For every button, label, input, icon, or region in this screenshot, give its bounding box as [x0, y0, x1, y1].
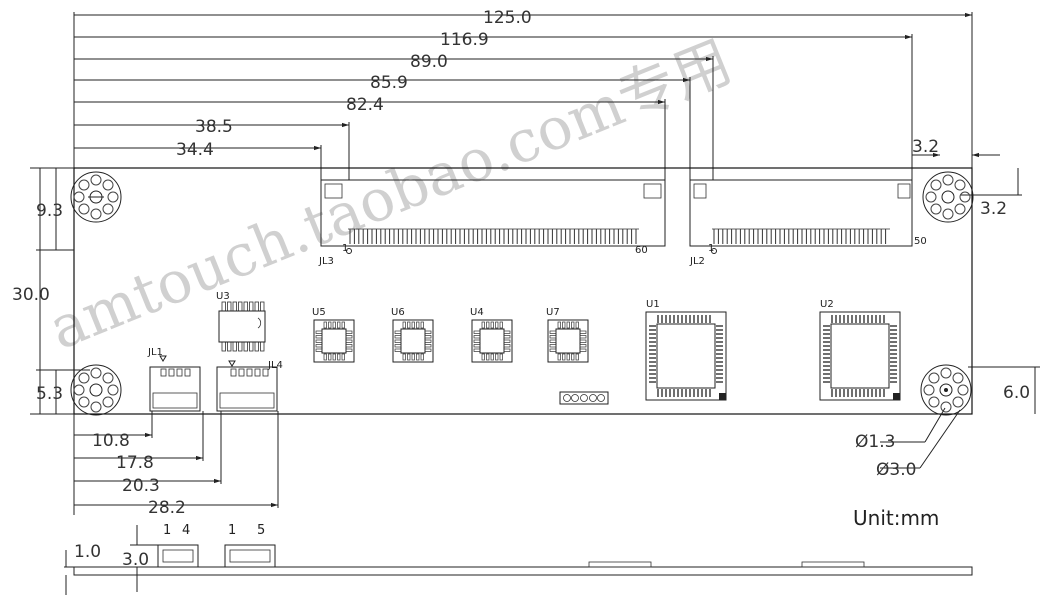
top-dimensions: 125.0 116.9 89.0 85.9 82.4 38.5 34.4 [73, 8, 973, 250]
dim-85: 85.9 [370, 73, 408, 93]
connector-jl2-pin-end: 50 [914, 236, 927, 247]
chip-u2: U2 [819, 299, 901, 401]
mounting-hole-top-left [70, 171, 122, 223]
mounting-hole-bottom-right [920, 364, 972, 416]
chip-u4-label: U4 [470, 307, 484, 318]
connector-jl2-pin-start: 1 [708, 243, 714, 254]
mounting-holes [70, 171, 974, 416]
chip-u1-label: U1 [646, 299, 660, 310]
chip-u3-label: U3 [216, 291, 230, 302]
side-view: 1.0 3.0 1 4 1 5 [64, 523, 973, 595]
dim-82: 82.4 [346, 95, 384, 115]
dim-jl4-end: 28.2 [148, 498, 186, 518]
dim-89: 89.0 [410, 52, 448, 72]
dim-right-offset: 6.0 [1003, 383, 1030, 403]
right-dimensions: 3.2 3.2 6.0 Ø1.3 Ø3.0 [855, 137, 1040, 480]
dim-board-thickness: 1.0 [74, 542, 101, 562]
connector-jl3-pin-end: 60 [635, 245, 648, 256]
chip-u7: U7 [546, 307, 589, 363]
pcb-board-outline [73, 167, 973, 415]
chip-u1: U1 [645, 299, 727, 401]
side-connector-jl2 [801, 561, 865, 568]
dim-top-offset: 9.3 [36, 201, 63, 221]
connector-jl1: JL1 [147, 347, 201, 412]
chip-u6: U6 [391, 307, 434, 363]
dim-38: 38.5 [195, 117, 233, 137]
chip-u6-label: U6 [391, 307, 405, 318]
connector-jl3-pin-start: 1 [342, 243, 348, 254]
side-connector-1-pin-b: 4 [182, 523, 190, 538]
mounting-hole-top-right [922, 171, 974, 223]
left-dimensions: 30.0 9.3 5.3 [12, 167, 90, 415]
connector-jl4: JL4 [216, 360, 283, 412]
dim-116: 116.9 [440, 30, 489, 50]
chip-u5: U5 [312, 307, 355, 363]
connector-jl4-label: JL4 [267, 360, 283, 371]
dim-hole-edge-y: 3.2 [980, 199, 1007, 219]
chip-u7-label: U7 [546, 307, 560, 318]
connector-jl2: JL2 1 50 [689, 179, 927, 267]
dim-hole-inner: Ø1.3 [855, 432, 895, 452]
chip-u3: U3 [216, 291, 266, 352]
side-connector-2-pin-a: 1 [228, 523, 236, 538]
side-connector-2-pin-b: 5 [257, 523, 265, 538]
side-connector-1: 1 4 [157, 523, 199, 568]
pin-header [559, 391, 609, 405]
side-connector-jl3 [588, 561, 652, 568]
connector-jl3-label: JL3 [318, 256, 334, 267]
chip-u5-label: U5 [312, 307, 326, 318]
mounting-hole-bottom-left [70, 364, 122, 416]
dim-overall-width: 125.0 [483, 8, 532, 28]
side-connector-2: 1 5 [224, 523, 276, 568]
dim-hole-edge-x: 3.2 [912, 137, 939, 157]
unit-label: Unit:mm [853, 506, 939, 530]
bottom-dimensions: 10.8 17.8 20.3 28.2 [73, 411, 279, 518]
connector-jl3: JL3 1 60 [318, 179, 666, 267]
dim-jl4-pos: 20.3 [122, 476, 160, 496]
chip-u2-label: U2 [820, 299, 834, 310]
connector-jl2-label: JL2 [689, 256, 705, 267]
chip-u4: U4 [470, 307, 513, 363]
dim-34: 34.4 [176, 140, 214, 160]
dim-connector-height: 3.0 [122, 550, 149, 570]
dim-jl1-pos: 10.8 [92, 431, 130, 451]
side-connector-1-pin-a: 1 [163, 523, 171, 538]
dim-jl1-end: 17.8 [116, 453, 154, 473]
dim-bottom-offset: 5.3 [36, 384, 63, 404]
dim-height: 30.0 [12, 285, 50, 305]
connector-jl1-label: JL1 [147, 347, 163, 358]
dim-hole-outer: Ø3.0 [876, 460, 916, 480]
